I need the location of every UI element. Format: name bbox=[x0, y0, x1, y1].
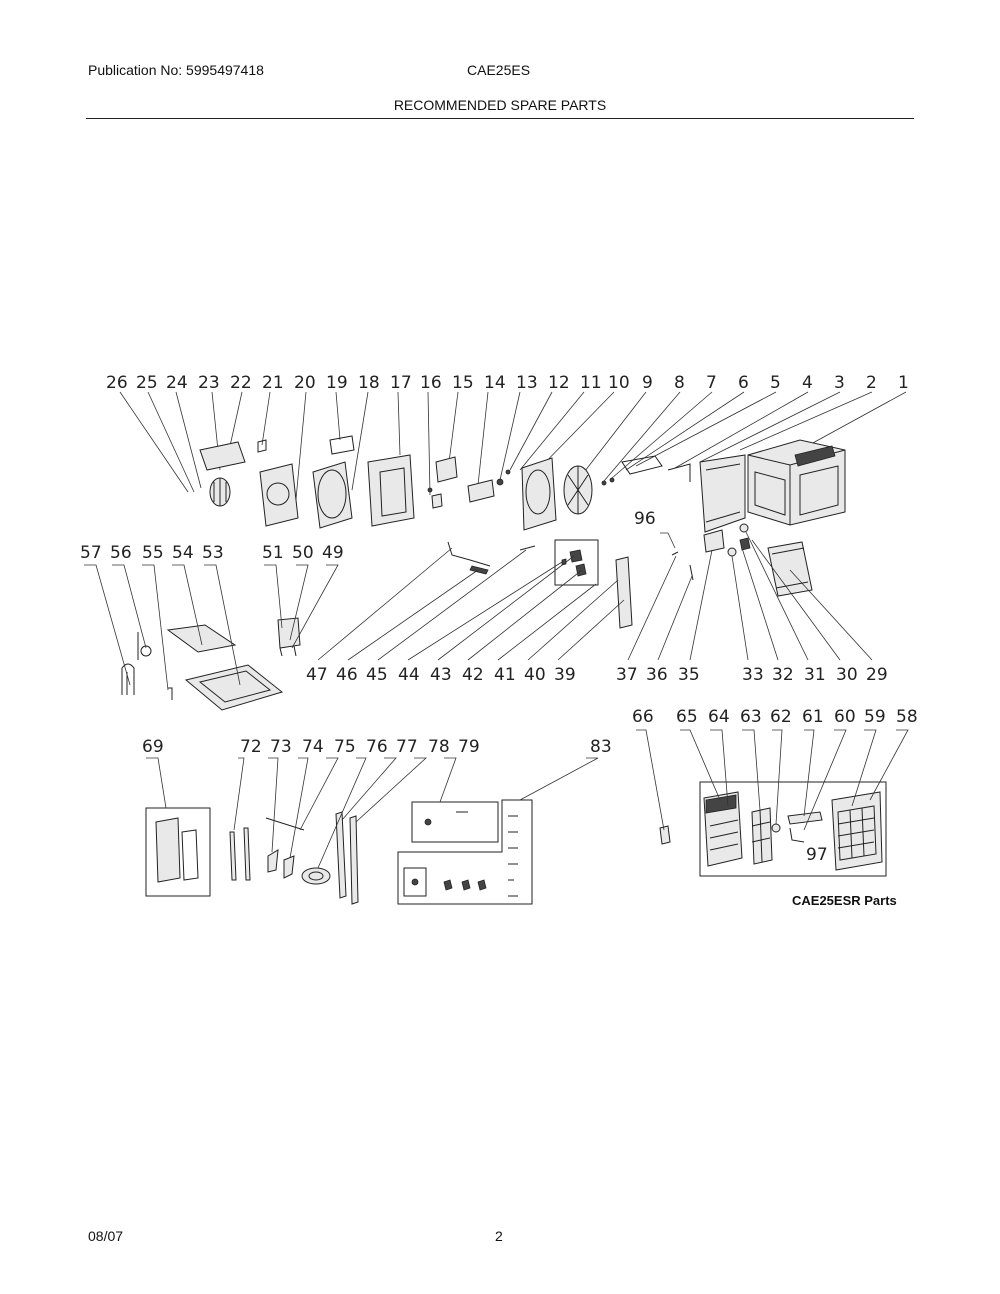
callout-41: 41 bbox=[494, 665, 516, 685]
row3-right-callouts: 66 65 64 63 62 61 60 59 58 97 bbox=[632, 707, 918, 865]
callout-53: 53 bbox=[202, 543, 224, 563]
row3-right-parts bbox=[659, 781, 887, 877]
row3-right-leaders bbox=[636, 729, 909, 831]
row1-callouts: 26 25 24 23 22 21 20 19 18 17 16 15 14 1… bbox=[106, 373, 909, 393]
callout-4: 4 bbox=[802, 373, 813, 393]
callout-31: 31 bbox=[804, 665, 826, 685]
page-title: RECOMMENDED SPARE PARTS bbox=[393, 97, 607, 113]
callout-11: 11 bbox=[580, 373, 602, 393]
row2-leaders bbox=[84, 531, 873, 691]
callout-13: 13 bbox=[516, 373, 538, 393]
callout-45: 45 bbox=[366, 665, 388, 685]
callout-64: 64 bbox=[708, 707, 730, 727]
callout-42: 42 bbox=[462, 665, 484, 685]
callout-14: 14 bbox=[484, 373, 506, 393]
cae25esr-parts-label: CAE25ESR Parts bbox=[792, 893, 897, 908]
callout-6: 6 bbox=[738, 373, 749, 393]
callout-54: 54 bbox=[172, 543, 194, 563]
row1-parts-main bbox=[199, 435, 846, 533]
callout-69: 69 bbox=[142, 737, 164, 757]
callout-36: 36 bbox=[646, 665, 668, 685]
callout-24: 24 bbox=[166, 373, 188, 393]
callout-66: 66 bbox=[632, 707, 654, 727]
callout-56: 56 bbox=[110, 543, 132, 563]
header-rule bbox=[86, 118, 914, 119]
callout-57: 57 bbox=[80, 543, 102, 563]
callout-58: 58 bbox=[896, 707, 918, 727]
callout-26: 26 bbox=[106, 373, 128, 393]
callout-77: 77 bbox=[396, 737, 418, 757]
callout-74: 74 bbox=[302, 737, 324, 757]
callout-16: 16 bbox=[420, 373, 442, 393]
callout-9: 9 bbox=[642, 373, 653, 393]
footer-page-number: 2 bbox=[495, 1228, 503, 1244]
callout-60: 60 bbox=[834, 707, 856, 727]
row3-left-parts bbox=[145, 799, 533, 905]
callout-65: 65 bbox=[676, 707, 698, 727]
callout-5: 5 bbox=[770, 373, 781, 393]
callout-96: 96 bbox=[634, 509, 656, 529]
callout-72: 72 bbox=[240, 737, 262, 757]
callout-20: 20 bbox=[294, 373, 316, 393]
callout-2: 2 bbox=[866, 373, 877, 393]
callout-61: 61 bbox=[802, 707, 824, 727]
callout-78: 78 bbox=[428, 737, 450, 757]
callout-97: 97 bbox=[806, 845, 828, 865]
callout-3: 3 bbox=[834, 373, 845, 393]
callout-15: 15 bbox=[452, 373, 474, 393]
callout-19: 19 bbox=[326, 373, 348, 393]
callout-83: 83 bbox=[590, 737, 612, 757]
callout-7: 7 bbox=[706, 373, 717, 393]
row2-callouts: 57 56 55 54 53 51 50 49 47 46 45 44 43 4… bbox=[80, 509, 888, 685]
callout-23: 23 bbox=[198, 373, 220, 393]
callout-30: 30 bbox=[836, 665, 858, 685]
callout-73: 73 bbox=[270, 737, 292, 757]
callout-62: 62 bbox=[770, 707, 792, 727]
callout-40: 40 bbox=[524, 665, 546, 685]
callout-37: 37 bbox=[616, 665, 638, 685]
callout-76: 76 bbox=[366, 737, 388, 757]
callout-22: 22 bbox=[230, 373, 252, 393]
callout-79: 79 bbox=[458, 737, 480, 757]
footer-date: 08/07 bbox=[88, 1228, 124, 1244]
row1-leaders bbox=[119, 391, 907, 511]
callout-29: 29 bbox=[866, 665, 888, 685]
callout-10: 10 bbox=[608, 373, 630, 393]
callout-59: 59 bbox=[864, 707, 886, 727]
callout-49: 49 bbox=[322, 543, 344, 563]
callout-12: 12 bbox=[548, 373, 570, 393]
callout-18: 18 bbox=[358, 373, 380, 393]
callout-33: 33 bbox=[742, 665, 764, 685]
callout-44: 44 bbox=[398, 665, 420, 685]
callout-63: 63 bbox=[740, 707, 762, 727]
callout-32: 32 bbox=[772, 665, 794, 685]
callout-46: 46 bbox=[336, 665, 358, 685]
callout-35: 35 bbox=[678, 665, 700, 685]
callout-8: 8 bbox=[674, 373, 685, 393]
callout-43: 43 bbox=[430, 665, 452, 685]
row3-left-callouts: 69 72 73 74 75 76 77 78 79 83 bbox=[142, 737, 612, 757]
callout-50: 50 bbox=[292, 543, 314, 563]
callout-17: 17 bbox=[390, 373, 412, 393]
callout-47: 47 bbox=[306, 665, 328, 685]
callout-1: 1 bbox=[898, 373, 909, 393]
callout-21: 21 bbox=[262, 373, 284, 393]
callout-25: 25 bbox=[136, 373, 158, 393]
publication-number: Publication No: 5995497418 bbox=[88, 62, 264, 78]
row3-left-leaders bbox=[146, 757, 599, 869]
callout-39: 39 bbox=[554, 665, 576, 685]
callout-51: 51 bbox=[262, 543, 284, 563]
callout-75: 75 bbox=[334, 737, 356, 757]
callout-55: 55 bbox=[142, 543, 164, 563]
model-number: CAE25ES bbox=[467, 62, 531, 78]
